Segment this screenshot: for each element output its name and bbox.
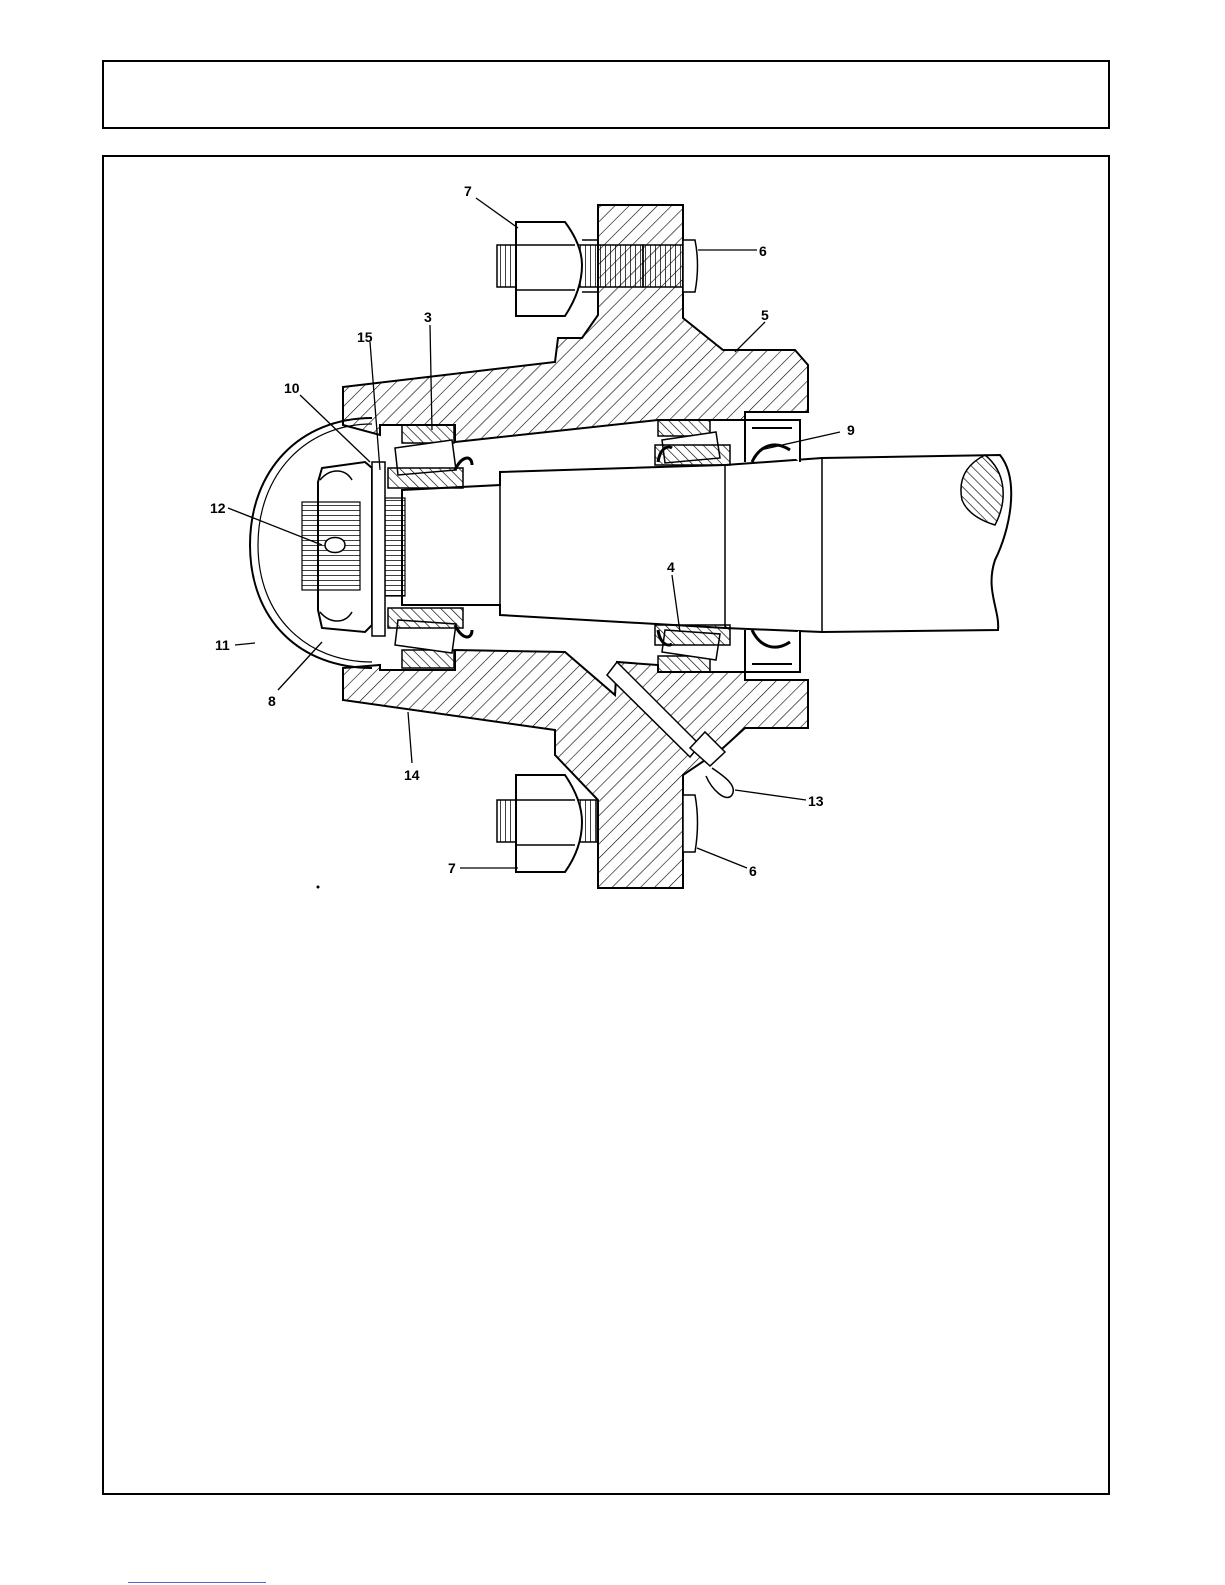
callout-9: 9 (847, 422, 855, 438)
grease-seal-upper (745, 420, 800, 462)
outer-bearing-cone-upper (388, 468, 463, 488)
spindle-shaft (402, 455, 1011, 632)
inner-bearing-cone-lower (655, 625, 730, 645)
spindle-washer (372, 462, 385, 636)
callout-15: 15 (357, 329, 373, 345)
spindle-thread (385, 498, 405, 596)
callout-8: 8 (268, 693, 276, 709)
callout-12: 12 (210, 500, 226, 516)
footer-link-underline[interactable] (128, 1582, 266, 1583)
cotter-pin (325, 538, 345, 553)
callout-7-bottom: 7 (448, 860, 456, 876)
callout-11: 11 (215, 637, 230, 653)
callout-10: 10 (284, 380, 300, 396)
callout-13: 13 (808, 793, 824, 809)
lug-nut-upper (516, 222, 582, 316)
lug-stud-upper-knurl (643, 245, 683, 287)
callout-6-bottom: 6 (749, 863, 757, 879)
lug-stud-upper-head (683, 240, 698, 292)
callout-7-top: 7 (464, 183, 472, 199)
callout-6-top: 6 (759, 243, 767, 259)
outer-bearing-cone-lower (388, 608, 463, 628)
callout-3: 3 (424, 309, 432, 325)
callout-14: 14 (404, 767, 420, 783)
grease-seal-lower (745, 630, 800, 672)
lug-stud-lower-head (683, 795, 698, 852)
callout-5: 5 (761, 307, 769, 323)
lug-nut-lower (516, 775, 582, 872)
callout-4: 4 (667, 559, 675, 575)
